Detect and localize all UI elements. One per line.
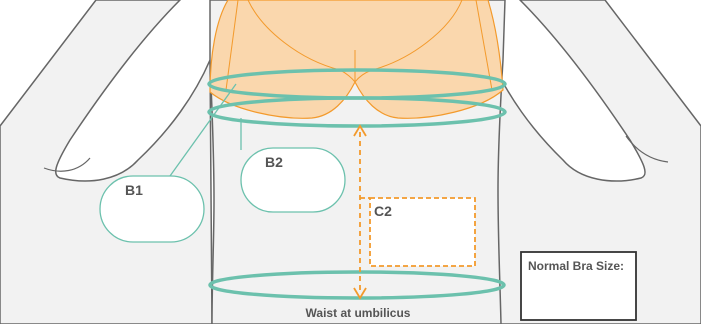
b1-label: B1: [125, 182, 143, 198]
waist-label: Waist at umbilicus: [306, 306, 411, 320]
b2-label: B2: [265, 154, 283, 170]
bra-size-title: Normal Bra Size:: [528, 259, 624, 273]
b1-box: [100, 176, 204, 242]
c2-label: C2: [374, 203, 392, 219]
b2-box: [241, 148, 345, 212]
